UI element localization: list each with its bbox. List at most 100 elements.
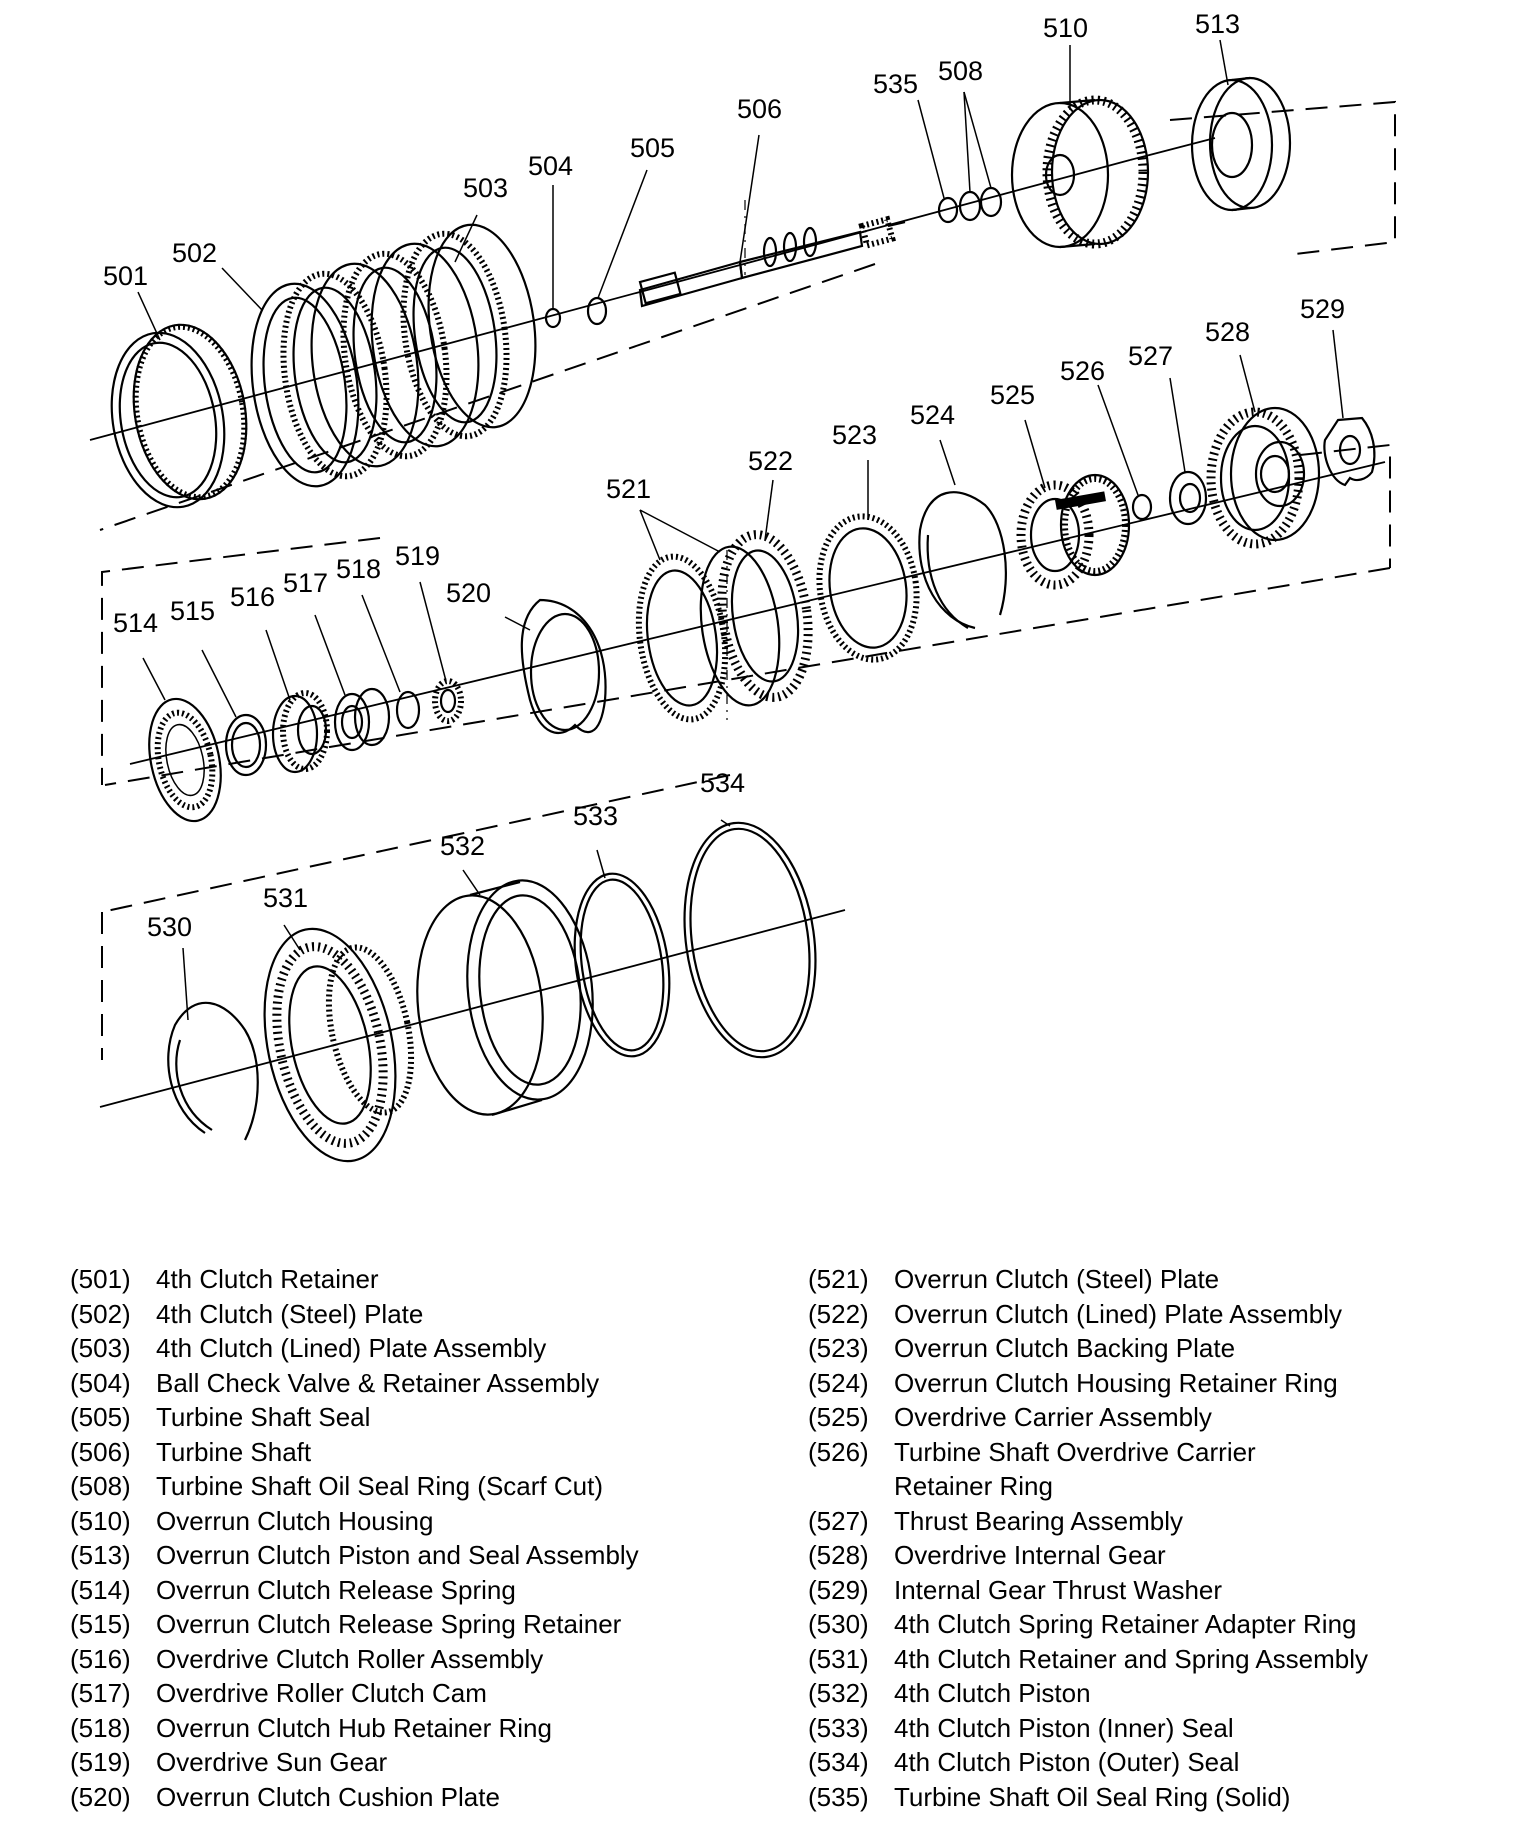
legend-number: (513) xyxy=(70,1540,131,1570)
callout-529: 529 xyxy=(1300,294,1345,324)
legend-description: Overrun Clutch Release Spring Retainer xyxy=(156,1609,622,1639)
legend-number: (515) xyxy=(70,1609,131,1639)
part-524-housing-retainer-ring xyxy=(918,491,1007,630)
legend-right-column: (521)Overrun Clutch (Steel) Plate (522) O… xyxy=(808,1262,1508,1814)
legend-description: 4th Clutch Retainer xyxy=(156,1264,379,1294)
legend-number: (510) xyxy=(70,1505,131,1536)
legend-description: 4th Clutch Retainer and Spring Assembly xyxy=(894,1643,1369,1674)
legend-description: 4th Clutch Piston (Outer) Seal xyxy=(894,1747,1240,1777)
callout-510: 510 xyxy=(1043,13,1088,43)
legend-description: Overdrive Internal Gear xyxy=(894,1540,1166,1570)
exploded-view-diagram: 501 502 503 504 505 506 510 513 535 508 … xyxy=(89,9,1396,1163)
legend-description: Turbine Shaft xyxy=(156,1436,312,1467)
row1-frame xyxy=(99,100,1396,531)
legend-item: (534) 4th Clutch Piston (Outer) Seal xyxy=(808,1745,1508,1780)
part-501-clutch-retainer xyxy=(110,323,248,509)
legend-description: Turbine Shaft Oil Seal Ring (Solid) xyxy=(894,1781,1291,1812)
callout-525: 525 xyxy=(990,380,1035,410)
part-534-outer-seal xyxy=(683,821,817,1059)
part-510-overrun-clutch-housing xyxy=(1010,95,1150,249)
legend-item: (510) Overrun Clutch Housing xyxy=(70,1504,770,1539)
legend-number: (525) xyxy=(808,1402,869,1432)
callout-513: 513 xyxy=(1195,9,1240,39)
callout-531: 531 xyxy=(263,883,308,913)
legend-number: (532) xyxy=(808,1678,869,1708)
legend-item: (505)Turbine Shaft Seal xyxy=(70,1400,770,1435)
callout-labels: 501 502 503 504 505 506 510 513 535 508 … xyxy=(103,9,1345,942)
legend-item: (504) Ball Check Valve & Retainer Assembl… xyxy=(70,1366,770,1401)
callout-516: 516 xyxy=(230,582,275,612)
part-528-internal-gear xyxy=(1206,406,1321,549)
legend-description: Internal Gear Thrust Washer xyxy=(894,1574,1223,1605)
legend-item: (516) Overdrive Clutch Roller Assembly xyxy=(70,1642,770,1677)
part-531-retainer-spring-assembly xyxy=(263,927,415,1163)
row2-axis xyxy=(129,461,1386,765)
part-532-clutch-piston xyxy=(416,879,594,1117)
callout-521: 521 xyxy=(606,474,651,504)
callout-523: 523 xyxy=(832,420,877,450)
legend-number: (522) xyxy=(808,1298,869,1329)
legend-item: (513)Overrun Clutch Piston and Seal Asse… xyxy=(70,1538,770,1573)
legend-description: Overrun Clutch Housing Retainer Ring xyxy=(894,1367,1338,1398)
callout-518: 518 xyxy=(336,554,381,584)
legend-description: Thrust Bearing Assembly xyxy=(894,1505,1184,1536)
legend-description: Turbine Shaft Overdrive Carrier Retainer… xyxy=(894,1436,1256,1502)
legend-item: (519)Overdrive Sun Gear xyxy=(70,1745,770,1780)
legend-description: Ball Check Valve & Retainer Assembly xyxy=(156,1367,600,1398)
legend-number: (501) xyxy=(70,1264,131,1294)
part-516-roller-assembly xyxy=(271,690,330,774)
legend-number: (527) xyxy=(808,1505,869,1536)
legend-item: (521)Overrun Clutch (Steel) Plate xyxy=(808,1262,1508,1297)
legend-item: (527) Thrust Bearing Assembly xyxy=(808,1504,1508,1539)
row3-axis xyxy=(99,909,846,1108)
part-521-522-overrun-plates xyxy=(635,530,813,723)
legend-number: (518) xyxy=(70,1712,131,1743)
legend-number: (506) xyxy=(70,1436,131,1467)
row3-frame xyxy=(101,774,731,1060)
callout-527: 527 xyxy=(1128,341,1173,371)
part-535-508-seal-rings xyxy=(937,186,1003,224)
part-525-overdrive-carrier xyxy=(1016,473,1131,590)
legend-number: (524) xyxy=(808,1367,869,1398)
callout-504: 504 xyxy=(528,151,573,181)
legend-item: (508)Turbine Shaft Oil Seal Ring (Scarf … xyxy=(70,1469,770,1504)
legend-description: 4th Clutch Piston xyxy=(894,1678,1091,1708)
legend-description: Overrun Clutch Cushion Plate xyxy=(156,1781,500,1812)
part-505-turbine-shaft-seal xyxy=(586,296,608,326)
legend-description: Overrun Clutch Release Spring xyxy=(156,1574,516,1605)
part-529-thrust-washer xyxy=(1323,416,1376,487)
legend-description: 4th Clutch (Lined) Plate Assembly xyxy=(156,1333,547,1363)
legend-item: (524) Overrun Clutch Housing Retainer Rin… xyxy=(808,1366,1508,1401)
legend-item: (529)Internal Gear Thrust Washer xyxy=(808,1573,1508,1608)
legend-item: (526)Turbine Shaft Overdrive Carrier Ret… xyxy=(808,1435,1508,1504)
callout-526: 526 xyxy=(1060,356,1105,386)
legend-number: (502) xyxy=(70,1298,131,1329)
legend-description: Overdrive Clutch Roller Assembly xyxy=(156,1643,544,1674)
legend-item: (531)4th Clutch Retainer and Spring Asse… xyxy=(808,1642,1508,1677)
part-520-cushion-plate xyxy=(520,598,607,735)
part-526-carrier-retainer-ring xyxy=(1131,493,1153,521)
legend-description: Overdrive Roller Clutch Cam xyxy=(156,1678,487,1708)
legend-item: (532) 4th Clutch Piston xyxy=(808,1676,1508,1711)
legend-number: (504) xyxy=(70,1367,131,1398)
legend-item: (514)Overrun Clutch Release Spring xyxy=(70,1573,770,1608)
legend-description: Overrun Clutch (Lined) Plate Assembly xyxy=(894,1298,1342,1329)
legend-description: Overrun Clutch Hub Retainer Ring xyxy=(156,1712,552,1743)
legend-item: (533)4th Clutch Piston (Inner) Seal xyxy=(808,1711,1508,1746)
part-518-hub-retainer-ring xyxy=(395,690,421,730)
callout-502: 502 xyxy=(172,238,217,268)
legend-number: (523) xyxy=(808,1333,869,1363)
callout-532: 532 xyxy=(440,831,485,861)
legend-item: (535)Turbine Shaft Oil Seal Ring (Solid) xyxy=(808,1780,1508,1815)
legend-description: Overrun Clutch Housing xyxy=(156,1505,434,1536)
legend-item: (503)4th Clutch (Lined) Plate Assembly xyxy=(70,1331,770,1366)
legend-number: (534) xyxy=(808,1747,869,1777)
legend-item: (502)4th Clutch (Steel) Plate xyxy=(70,1297,770,1332)
legend-number: (517) xyxy=(70,1678,131,1708)
legend-description: Turbine Shaft Oil Seal Ring (Scarf Cut) xyxy=(156,1471,603,1501)
callout-503: 503 xyxy=(463,173,508,203)
callout-535: 535 xyxy=(873,69,918,99)
callout-514: 514 xyxy=(113,608,158,638)
legend-number: (516) xyxy=(70,1643,131,1674)
part-517-roller-clutch-cam xyxy=(333,687,391,752)
